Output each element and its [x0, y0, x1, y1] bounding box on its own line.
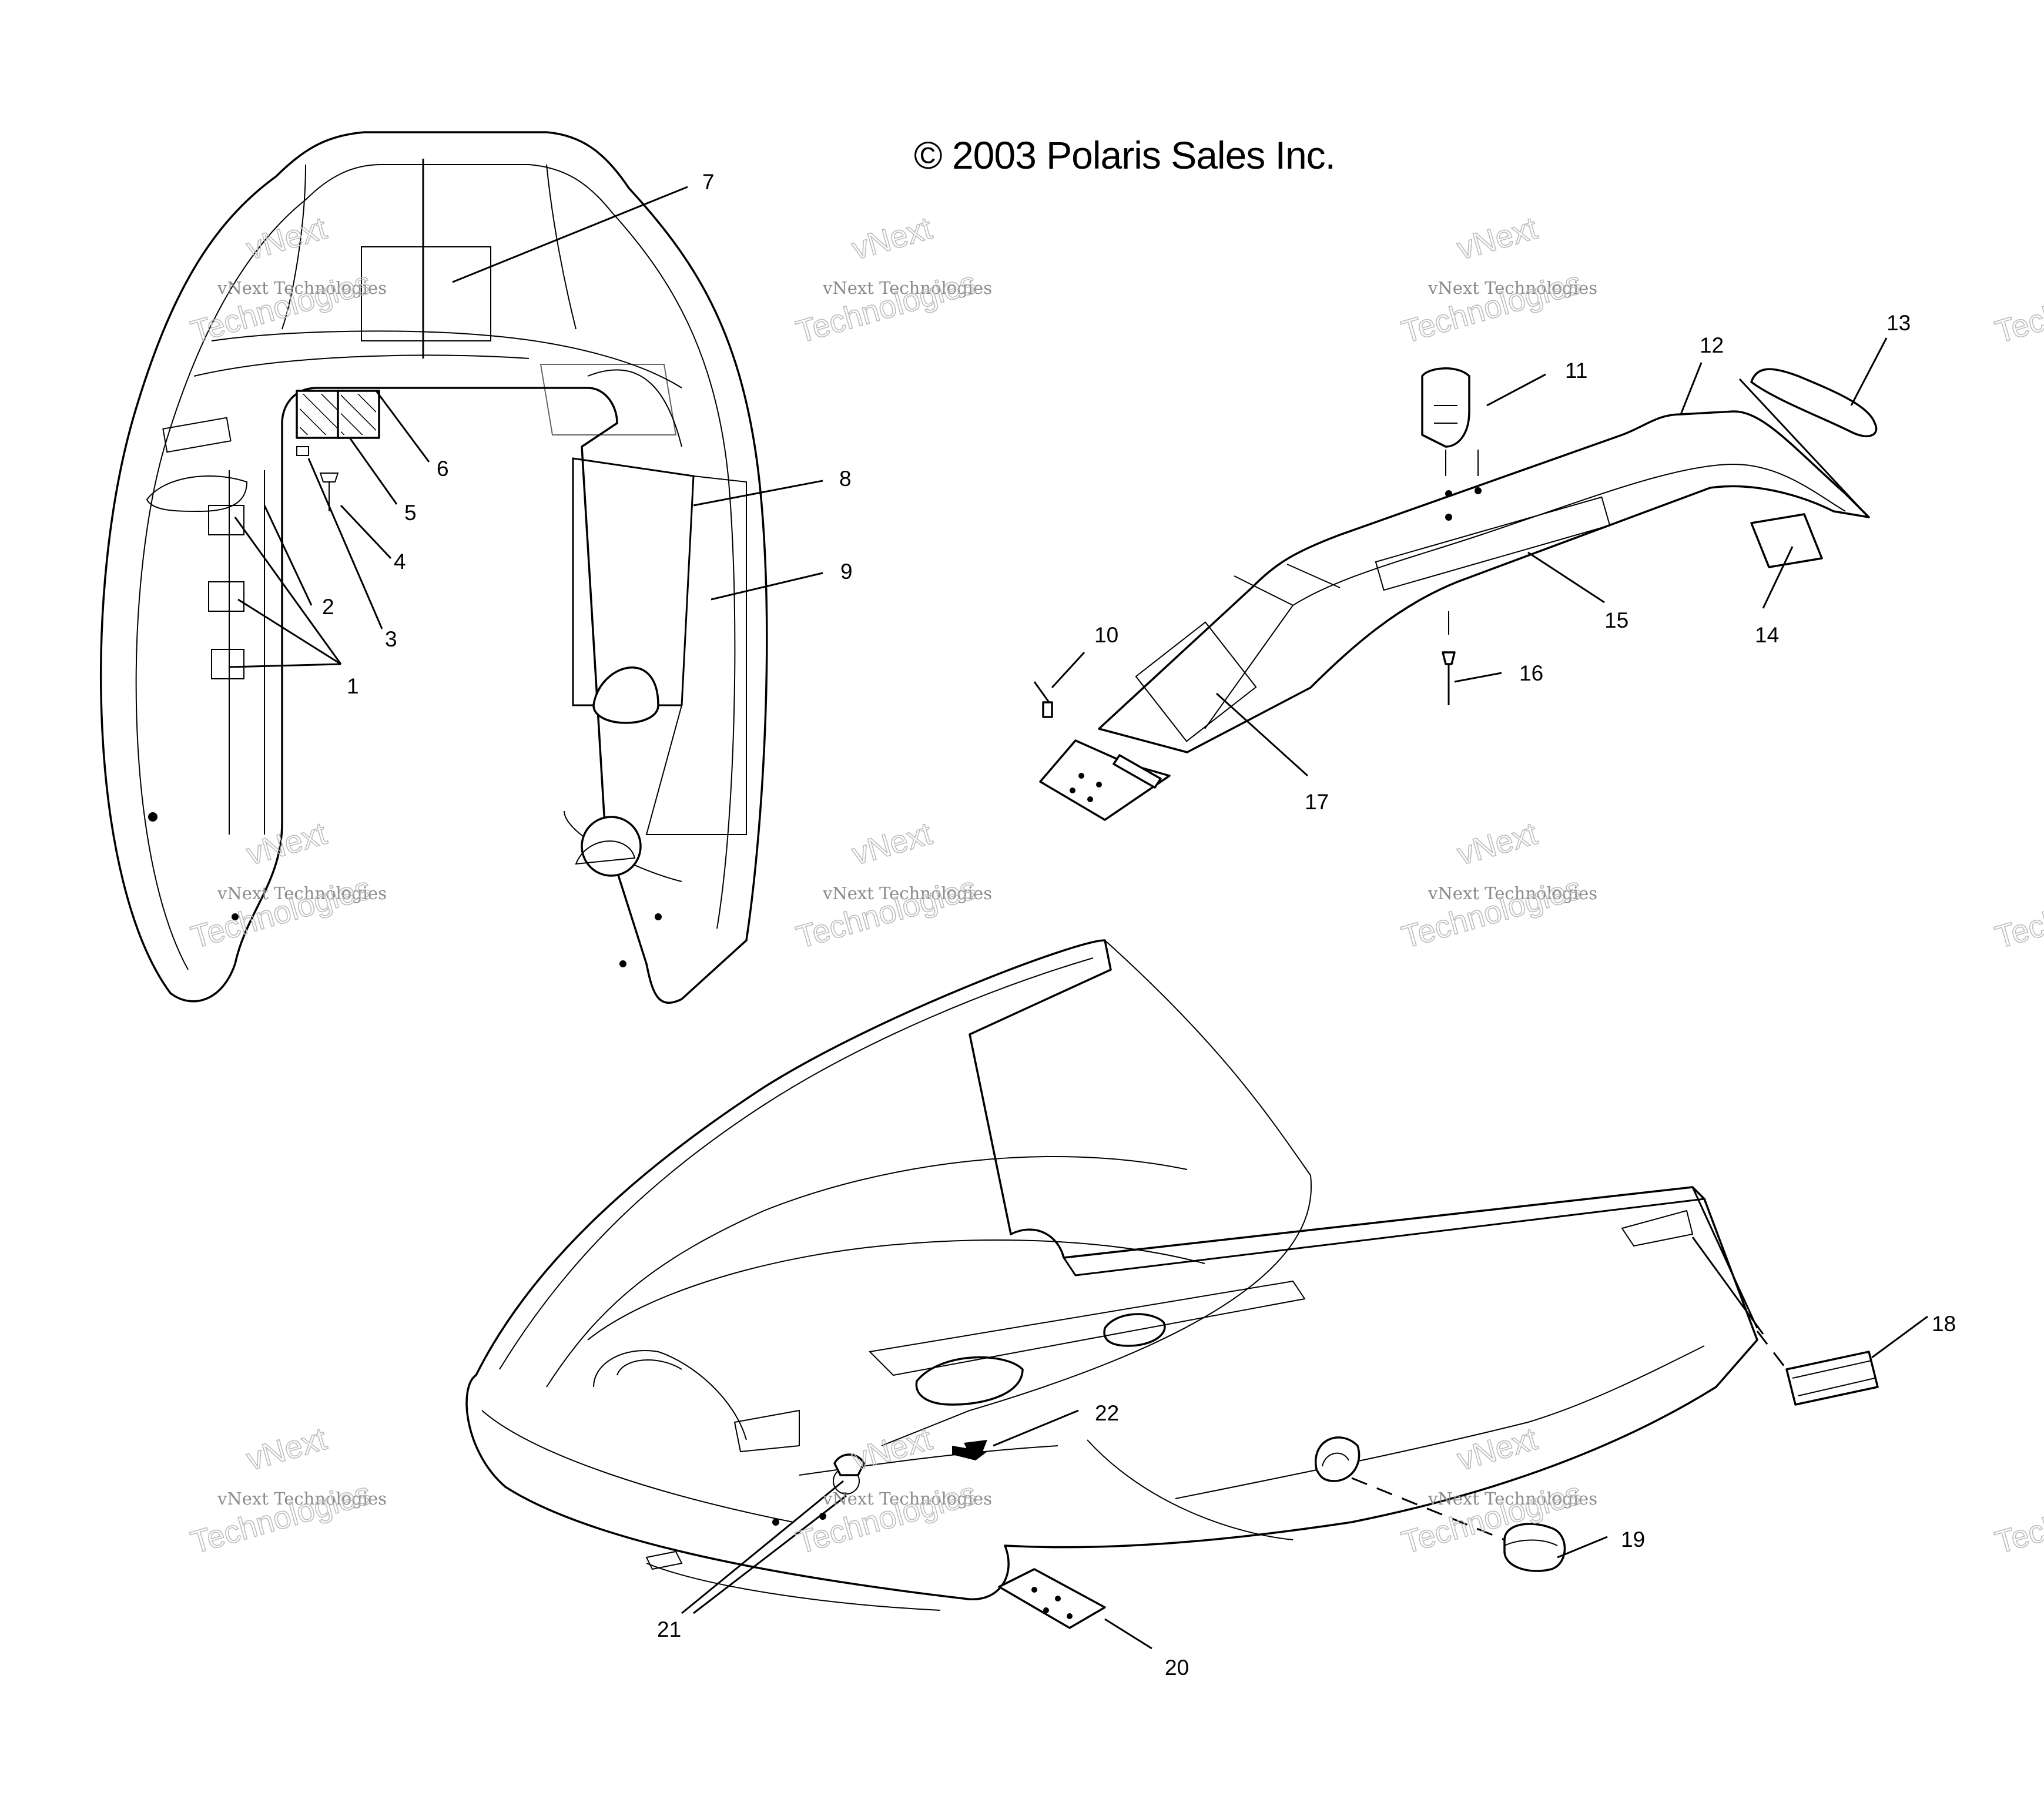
svg-text:vNext Technologies: vNext Technologies	[217, 278, 387, 298]
svg-text:vNext Technologies: vNext Technologies	[822, 1489, 992, 1509]
watermark: vNext vNext Technologies Technologies	[792, 210, 992, 350]
callout-21: 21	[657, 1617, 681, 1641]
callout-9: 9	[840, 559, 853, 584]
watermark: vNext vNext Technologies Technologies	[187, 1420, 387, 1561]
callout-22: 22	[1095, 1401, 1119, 1425]
svg-text:vNext: vNext	[1453, 210, 1541, 267]
leader-lines-top-right	[1051, 337, 1888, 777]
bottom-loose-parts	[998, 1331, 1879, 1629]
svg-text:Technologies: Technologies	[1991, 265, 2044, 350]
watermark-partial: Technologies	[1991, 264, 2044, 350]
callout-17: 17	[1305, 790, 1329, 814]
callout-2: 2	[322, 595, 334, 619]
svg-text:vNext: vNext	[1453, 816, 1541, 872]
svg-text:vNext: vNext	[848, 816, 936, 872]
callout-3: 3	[385, 627, 397, 651]
watermark: vNext vNext Technologies Technologies	[1398, 210, 1597, 350]
copyright-notice: © 2003 Polaris Sales Inc.	[914, 133, 1336, 177]
svg-text:vNext Technologies: vNext Technologies	[1428, 1489, 1597, 1509]
watermark-partial: Technologies	[1991, 1475, 2044, 1561]
watermark: vNext vNext Technologies Technologies	[792, 815, 992, 956]
callout-numbers: 1 2 3 4 5 6 7 8 9 10 11 12 13 14 15 16 1…	[322, 170, 1956, 1680]
callout-10: 10	[1094, 623, 1118, 647]
svg-text:vNext Technologies: vNext Technologies	[1428, 278, 1597, 298]
callout-18: 18	[1932, 1312, 1956, 1336]
svg-text:vNext Technologies: vNext Technologies	[822, 278, 992, 298]
watermark-partial: Technologies	[1991, 870, 2044, 956]
svg-text:vNext Technologies: vNext Technologies	[1428, 883, 1597, 903]
lower-hull-perspective	[465, 939, 1764, 1611]
leader-lines-top-left	[229, 186, 823, 668]
leader-lines-bottom	[681, 1315, 1928, 1650]
svg-text:vNext: vNext	[243, 1421, 330, 1477]
watermark: vNext vNext Technologies Technologies	[1398, 815, 1597, 956]
svg-text:vNext Technologies: vNext Technologies	[217, 1489, 387, 1509]
callout-4: 4	[394, 549, 406, 574]
body-top-view	[99, 131, 768, 1004]
svg-text:vNext Technologies: vNext Technologies	[822, 883, 992, 903]
callout-15: 15	[1604, 608, 1629, 632]
callout-14: 14	[1755, 623, 1779, 647]
callout-1: 1	[347, 674, 359, 698]
svg-text:Technologies: Technologies	[1991, 1476, 2044, 1561]
callout-11: 11	[1565, 358, 1587, 383]
callout-12: 12	[1700, 333, 1724, 357]
rear-panel-assembly	[1033, 367, 1878, 821]
svg-text:vNext: vNext	[848, 210, 936, 267]
callout-20: 20	[1165, 1656, 1189, 1680]
callout-13: 13	[1886, 311, 1911, 335]
callout-5: 5	[404, 501, 417, 525]
callout-8: 8	[839, 467, 852, 491]
svg-text:vNext Technologies: vNext Technologies	[217, 883, 387, 903]
svg-text:Technologies: Technologies	[1991, 870, 2044, 956]
callout-16: 16	[1519, 661, 1543, 685]
callout-6: 6	[437, 457, 449, 481]
callout-19: 19	[1621, 1527, 1645, 1552]
callout-7: 7	[702, 170, 715, 194]
